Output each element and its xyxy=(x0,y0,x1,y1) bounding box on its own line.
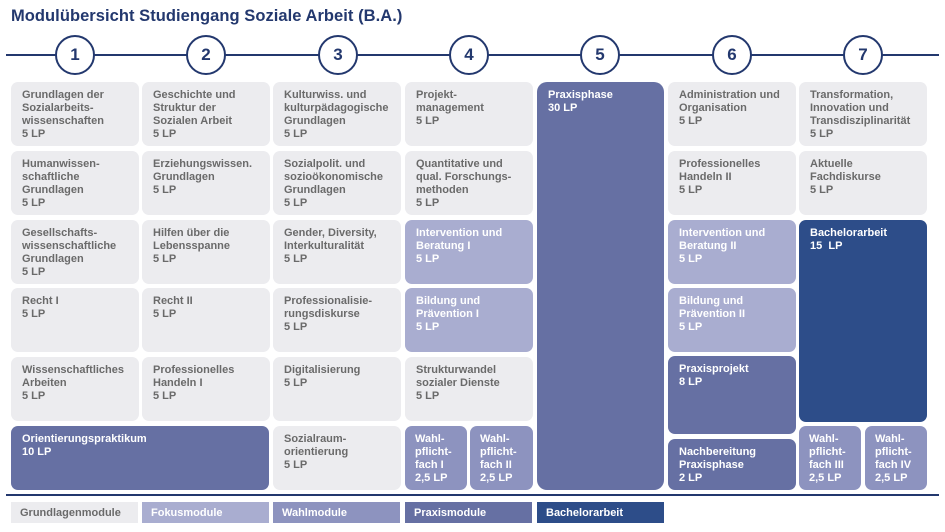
page-title: Modulübersicht Studiengang Soziale Arbei… xyxy=(11,7,403,25)
module-forschungsmethoden: Quantitative und qual. Forschungs- metho… xyxy=(405,151,533,215)
legend-fokusmodule: Fokusmodule xyxy=(142,502,269,523)
legend-bachelorarbeit: Bachelorarbeit xyxy=(537,502,664,523)
legend-wahlmodule: Wahlmodule xyxy=(273,502,400,523)
module-kulturwiss-grundlagen: Kulturwiss. und kulturpädagogische Grund… xyxy=(273,82,401,146)
module-grundlagen-sozialarbeitswissenschaften: Grundlagen der Sozialarbeits- wissenscha… xyxy=(11,82,139,146)
module-geschichte-struktur: Geschichte und Struktur der Sozialen Arb… xyxy=(142,82,270,146)
semester-6-marker: 6 xyxy=(712,35,752,75)
semester-7-marker: 7 xyxy=(843,35,883,75)
semester-2-marker: 2 xyxy=(186,35,226,75)
module-transformation-innovation: Transformation, Innovation und Transdisz… xyxy=(799,82,927,146)
legend-praxismodule: Praxismodule xyxy=(405,502,532,523)
legend-divider xyxy=(6,494,939,496)
module-gesellschaftswissenschaftliche-grundlagen: Gesellschafts- wissenschaftliche Grundla… xyxy=(11,220,139,284)
semester-3-marker: 3 xyxy=(318,35,358,75)
semester-4-marker: 4 xyxy=(449,35,489,75)
legend-grundlagenmodule: Grundlagenmodule xyxy=(11,502,138,523)
semester-5-marker: 5 xyxy=(580,35,620,75)
module-sozialpolit-grundlagen: Sozialpolit. und sozioökonomische Grundl… xyxy=(273,151,401,215)
semester-1-marker: 1 xyxy=(55,35,95,75)
